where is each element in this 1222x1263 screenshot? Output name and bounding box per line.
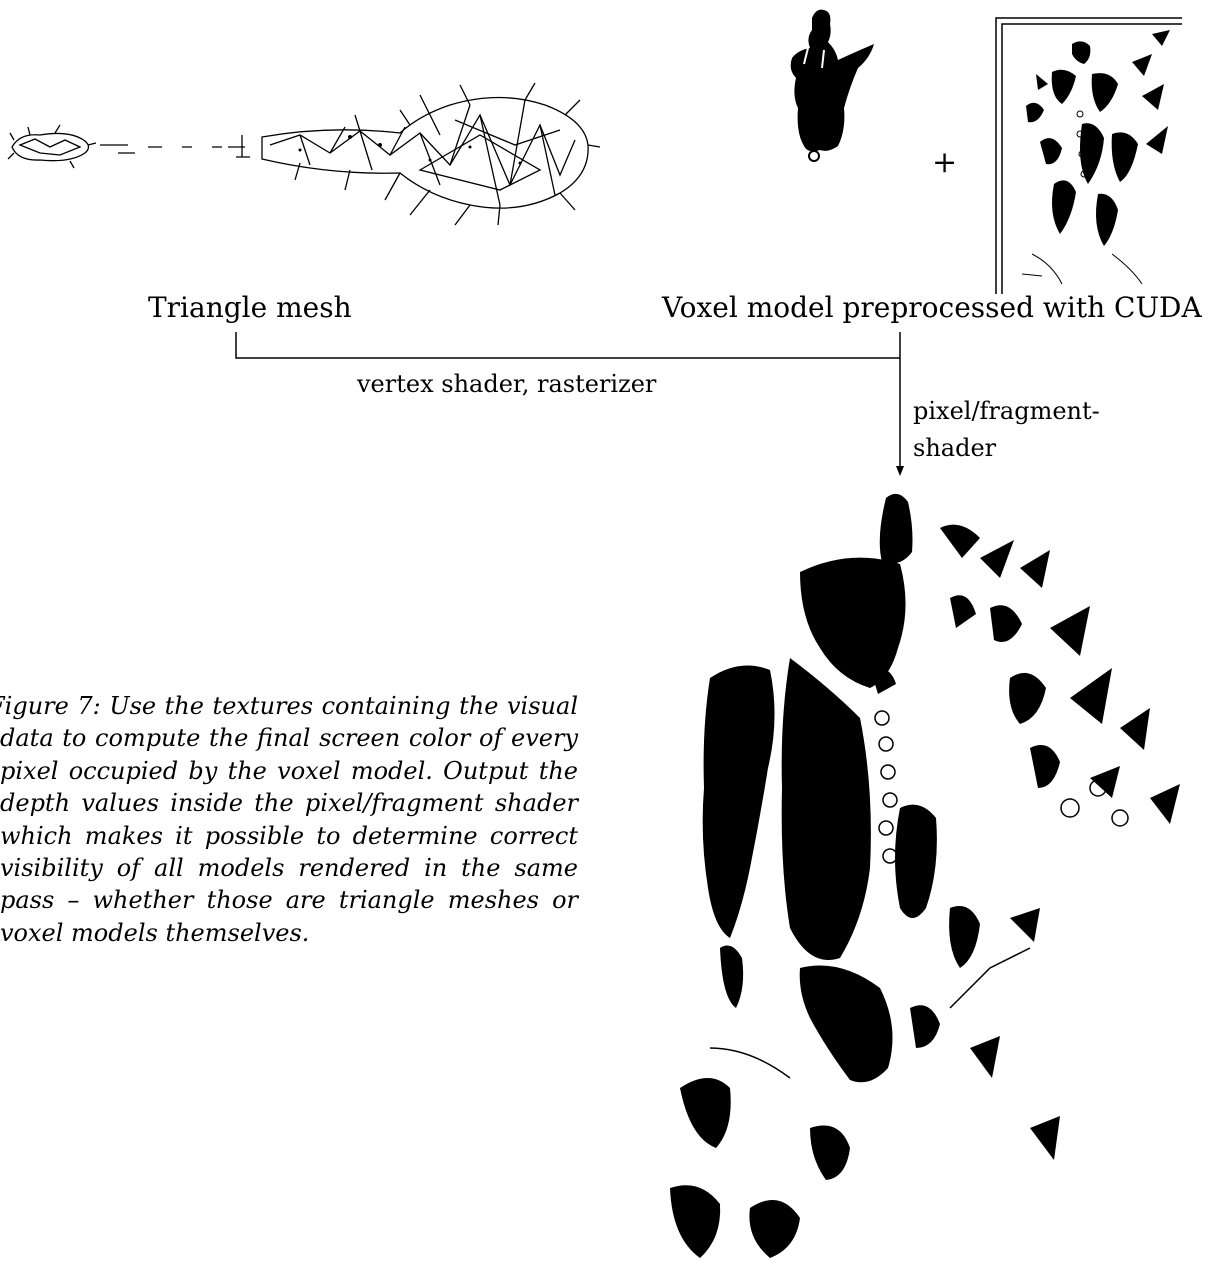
triangle-mesh-label: Triangle mesh (148, 294, 352, 322)
triangle-mesh-image (0, 75, 600, 235)
pixel-shader-label: pixel/fragment-shader (913, 393, 1053, 467)
figure-caption: Figure 7: Use the textures containing th… (0, 690, 578, 949)
vertex-shader-label: vertex shader, rasterizer (357, 372, 656, 396)
voxel-silhouette-image (778, 8, 878, 163)
arrow-down-icon (896, 466, 904, 476)
voxel-model-label: Voxel model preprocessed with CUDA (662, 294, 1202, 322)
final-render-image (650, 488, 1222, 1263)
plus-sign: + (932, 148, 957, 178)
voxel-texture-image (992, 14, 1182, 294)
